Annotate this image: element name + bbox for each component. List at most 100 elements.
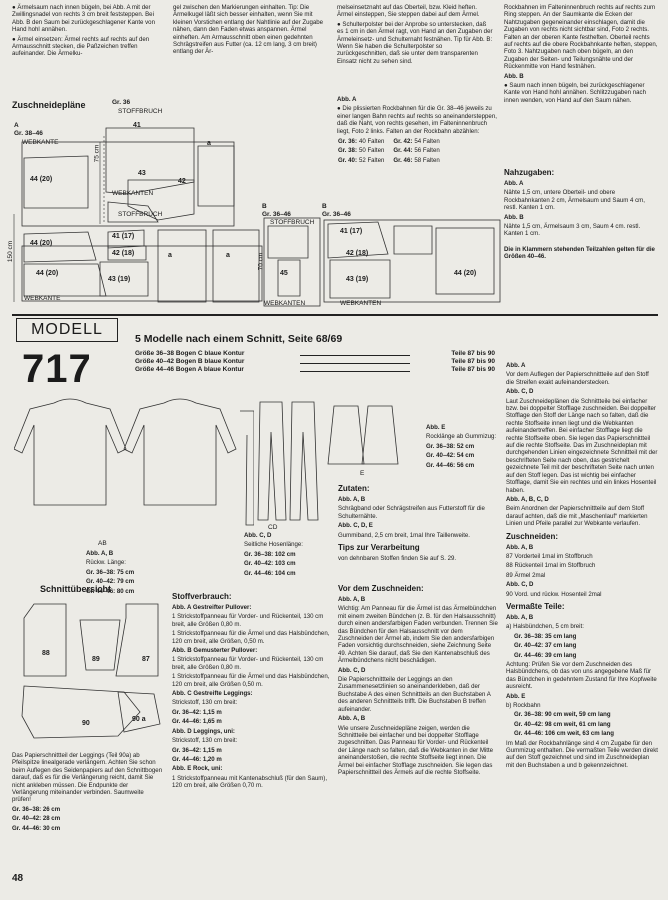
piece-43-19 — [99, 261, 149, 297]
arrow-line — [300, 355, 410, 356]
paragraph: ● Die plissierten Rockbahnen für die Gr.… — [337, 105, 497, 135]
zuschneide-text: Abb. A ● Die plissierten Rockbahnen für … — [337, 96, 497, 165]
piece-43 — [107, 201, 159, 223]
piece-label: 89 — [92, 656, 100, 663]
label-stoffbruch-b: STOFFBRUCH — [270, 219, 315, 226]
piece-b-left — [267, 225, 309, 259]
arrow-line — [300, 371, 410, 372]
label-70cm: 70 cm — [257, 252, 265, 271]
label-75cm: 75 cm — [93, 144, 101, 163]
piece-44-top — [23, 155, 89, 209]
piece-label: 87 — [142, 656, 150, 663]
piece-label: 90 a — [132, 716, 146, 723]
paragraph: ● Schulterpolster bei der Anprobe so unt… — [337, 20, 493, 65]
label-gr36: Gr. 36 — [112, 99, 131, 106]
garment-illustrations — [14, 398, 254, 526]
top-col-4: Rockbahnen im Falteninnenbruch rechts au… — [504, 4, 658, 106]
label-webkanten: WEBKANTEN — [112, 190, 154, 197]
label-webkante: WEBKANTE — [22, 139, 59, 146]
fabric-b-small — [263, 217, 321, 307]
piece-label: 42 — [178, 178, 186, 185]
label-webkante-bottom: WEBKANTE — [24, 295, 61, 302]
cutting-layout-diagram — [13, 127, 321, 307]
paragraph: ● Ärmelsaum nach innen bügeln, bei Abb. … — [12, 4, 155, 34]
piece-44-20-b1 — [23, 231, 97, 263]
label-b-right: B — [322, 203, 327, 210]
piece-label: 43 (19) — [346, 276, 369, 283]
piece-45 — [277, 259, 301, 297]
zuschneide-heading: Zuschneidepläne — [12, 100, 86, 110]
paragraph: melseinsetznaht auf das Oberteil, bzw. K… — [337, 4, 480, 19]
paragraph: ● Ärmel einsetzen: Ärmel rechts auf rech… — [12, 35, 150, 58]
pattern-overview — [21, 603, 161, 739]
arrow-line — [300, 363, 410, 364]
page-number: 48 — [12, 873, 24, 884]
right-column: Abb. A Vor dem Auflegen der Papierschnit… — [506, 362, 658, 769]
section-divider — [12, 314, 658, 316]
schnitt-text: Das Papierschnittteil der Leggings (Teil… — [12, 752, 163, 832]
label-a: A — [14, 122, 19, 129]
model-box: MODELL — [16, 318, 118, 342]
piece-a-mid — [157, 229, 207, 303]
piece-label: 42 (18) — [112, 250, 135, 257]
label-b: B — [262, 203, 267, 210]
label-b-right-sizes: Gr. 36–46 — [322, 211, 351, 218]
piece-label: 44 (20) — [30, 240, 53, 247]
piece-label: a — [226, 252, 230, 259]
label-e: E — [360, 470, 365, 477]
label-stoffbruch-2: STOFFBRUCH — [118, 211, 163, 218]
stoffverbrauch-block: Stoffverbrauch: Abb. A Gestreifter Pullo… — [172, 592, 330, 790]
subheading: Abb. B — [504, 72, 524, 80]
piece-label: 88 — [42, 650, 50, 657]
zuschneiden-block: Vor dem Zuschneiden: Abb. A, B Wichtig: … — [338, 584, 498, 776]
piece-a-right — [212, 229, 260, 303]
label-webkanten-br: WEBKANTEN — [340, 300, 382, 307]
caption-e: Abb. E Rocklänge ab Gummizug: Gr. 36–38:… — [426, 424, 497, 469]
piece-42-18 — [107, 245, 147, 261]
subheading: Abb. B — [504, 213, 524, 221]
paragraph: ● Saum nach innen bügeln, bei zurückgesc… — [504, 82, 646, 104]
top-col-2: gel zwischen den Markierungen einhalten.… — [173, 4, 325, 58]
piece-a-top — [197, 145, 235, 207]
label-150cm: 150 cm — [7, 240, 15, 263]
subheading: Abb. A — [504, 180, 524, 187]
pants-and-skirt — [257, 401, 399, 521]
piece-label: a — [168, 252, 172, 259]
piece-41 — [105, 127, 195, 195]
label-b-sizes: Gr. 36–46 — [262, 211, 291, 218]
cutting-layout-b — [323, 219, 501, 303]
piece-44-20-b2 — [23, 263, 107, 297]
top-col-1: ● Ärmelsaum nach innen bügeln, bei Abb. … — [12, 4, 160, 60]
model-number: 717 — [22, 347, 92, 391]
piece-label: a — [207, 140, 211, 147]
klammer-note: Die in Klammern stehenden Teilzahlen gel… — [504, 245, 655, 261]
schnitt-heading: Schnittübersicht — [40, 584, 112, 594]
piece-label: 41 (17) — [340, 228, 363, 235]
caption-cd: Abb. C, D Seitliche Hosenlänge: Gr. 36–3… — [244, 532, 303, 577]
paragraph: Rockbahnen im Falteninnenbruch rechts au… — [504, 4, 658, 71]
model-title: 5 Modelle nach einem Schnitt, Seite 68/6… — [135, 333, 343, 345]
nahtzugaben-heading: Nahzugaben: — [504, 168, 555, 177]
piece-label: 41 — [133, 122, 141, 129]
piece-label: 90 — [82, 720, 90, 727]
paragraph: Nähte 1,5 cm, untere Oberteil- und obere… — [504, 189, 645, 212]
paragraph: Nähte 1,5 cm, Ärmelsaum 3 cm, Saum 4 cm.… — [504, 223, 641, 238]
piece-label: 44 (20) — [36, 270, 59, 277]
piece-label: 41 (17) — [112, 233, 135, 240]
paragraph: gel zwischen den Markierungen einhalten.… — [173, 4, 324, 56]
piece-label: 42 (18) — [346, 250, 369, 257]
top-col-3: melseinsetznaht auf das Oberteil, bzw. K… — [337, 4, 493, 67]
piece-label: 44 (20) — [454, 270, 477, 277]
zutaten-block: Zutaten: Abb. A, B Schrägband oder Schrä… — [338, 484, 485, 563]
piece-42 — [127, 179, 195, 221]
label-a-sizes: Gr. 38–46 — [14, 130, 43, 137]
label-cd: CD — [268, 524, 278, 531]
label-webkanten-b: WEBKANTEN — [264, 300, 306, 307]
subheading: Abb. A — [337, 96, 357, 103]
label-stoffbruch: STOFFBRUCH — [118, 108, 163, 115]
label-ab: AB — [98, 540, 107, 547]
piece-label: 43 (19) — [108, 276, 131, 283]
